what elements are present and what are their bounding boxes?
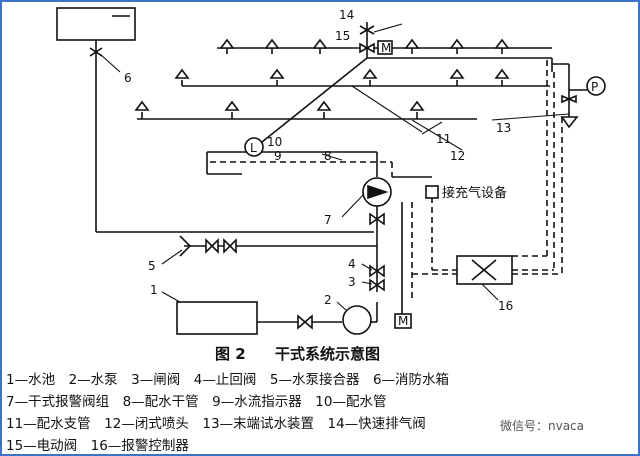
label-6: 6 bbox=[124, 71, 132, 85]
label-13: 13 bbox=[496, 121, 511, 135]
water-pump bbox=[342, 305, 372, 335]
sprinkler-head bbox=[494, 68, 510, 79]
sprinkler-head bbox=[174, 68, 190, 79]
label-9: 9 bbox=[274, 149, 282, 163]
pressure-gauge-mark: P bbox=[591, 80, 598, 94]
connector-check-valve bbox=[223, 238, 237, 254]
sprinkler-head bbox=[494, 38, 510, 49]
sprinkler-head bbox=[312, 38, 328, 49]
watermark: 微信号：nvaca bbox=[500, 419, 584, 433]
label-2: 2 bbox=[324, 293, 332, 307]
label-4: 4 bbox=[348, 257, 356, 271]
sprinkler-head bbox=[264, 38, 280, 49]
label-12: 12 bbox=[450, 149, 465, 163]
end-test-nozzle bbox=[560, 116, 579, 129]
sprinkler-head bbox=[404, 38, 420, 49]
water-pool bbox=[176, 301, 258, 335]
label-14: 14 bbox=[339, 8, 354, 22]
label-16: 16 bbox=[498, 299, 513, 313]
label-10: 10 bbox=[267, 135, 282, 149]
label-3: 3 bbox=[348, 275, 356, 289]
check-valve bbox=[369, 278, 385, 292]
electric-valve bbox=[359, 42, 375, 54]
distribution-main-diagonal bbox=[251, 57, 368, 151]
legend-row-3: 11—配水支管 12—闭式喷头 13—末端试水装置 14—快速排气阀 bbox=[6, 416, 426, 432]
label-11: 11 bbox=[436, 132, 451, 146]
sprinkler-head bbox=[362, 68, 378, 79]
sprinkler-head bbox=[449, 38, 465, 49]
legend-row-4: 15—电动阀 16—报警控制器 bbox=[6, 438, 189, 454]
pump-motor-mark: M bbox=[398, 314, 408, 328]
pressure-gauge bbox=[586, 76, 606, 96]
fire-water-tank bbox=[56, 7, 136, 41]
sprinkler-head bbox=[134, 100, 150, 111]
figure-title: 干式系统示意图 bbox=[275, 345, 380, 363]
air-equipment-label: 接充气设备 bbox=[442, 185, 507, 201]
sprinkler-head bbox=[269, 68, 285, 79]
quick-exhaust-valve bbox=[359, 25, 375, 35]
sprinkler-head bbox=[224, 100, 240, 111]
sprinkler-head bbox=[219, 38, 235, 49]
sprinkler-head bbox=[449, 68, 465, 79]
label-5: 5 bbox=[148, 259, 156, 273]
flow-indicator-lamp bbox=[244, 137, 264, 157]
legend-row-2: 7—干式报警阀组 8—配水干管 9—水流指示器 10—配水管 bbox=[6, 394, 386, 410]
connector-valve bbox=[205, 238, 219, 254]
label-1: 1 bbox=[150, 283, 158, 297]
electric-valve-motor-mark: M bbox=[381, 41, 391, 55]
lamp-mark: L bbox=[250, 141, 257, 155]
sprinkler-head bbox=[409, 100, 425, 111]
sprinkler-head bbox=[316, 100, 332, 111]
riser-valve bbox=[369, 212, 385, 226]
end-test-valve bbox=[561, 94, 577, 104]
suction-valve bbox=[297, 314, 313, 330]
figure-number: 图 2 bbox=[215, 345, 246, 363]
label-7: 7 bbox=[324, 213, 332, 227]
gate-valve bbox=[369, 264, 385, 278]
air-charge-connector bbox=[425, 185, 439, 199]
pump-motor bbox=[394, 313, 412, 329]
label-15: 15 bbox=[335, 29, 350, 43]
electric-valve-motor bbox=[377, 40, 393, 55]
legend-row-1: 1—水池 2—水泵 3—闸阀 4—止回阀 5—水泵接合器 6—消防水箱 bbox=[6, 371, 449, 388]
label-8: 8 bbox=[324, 149, 332, 163]
